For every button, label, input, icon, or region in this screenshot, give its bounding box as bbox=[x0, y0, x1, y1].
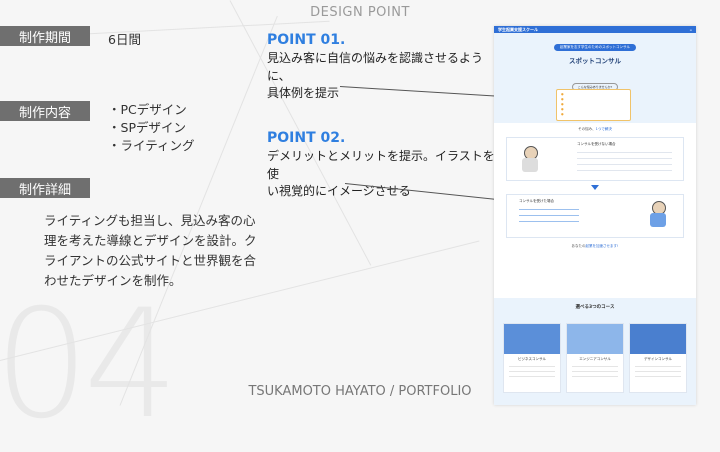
card-title: コンサルを受けた場合 bbox=[519, 199, 554, 203]
details-text: ライティングも担当し、見込み客の心 理を考えた導線とデザインを設計。ク ライアン… bbox=[44, 211, 260, 291]
course-cards: ビジネスコンサル エンジニアコンサル デザインコンサル bbox=[494, 323, 696, 393]
course-image bbox=[567, 324, 623, 354]
website-mockup: 学生起業支援スクール ≡ 起業家を志す学生のためのスポットコンサル スポットコン… bbox=[494, 26, 696, 405]
list-item: ライティング bbox=[108, 137, 195, 155]
course-card: エンジニアコンサル bbox=[566, 323, 624, 393]
card-line bbox=[519, 221, 579, 222]
site-lead: その悩み、1つで解決 bbox=[494, 127, 696, 132]
course-image bbox=[504, 324, 560, 354]
site-hero: 起業家を志す学生のためのスポットコンサル スポットコンサル こんな悩みありません… bbox=[494, 33, 696, 123]
course-name: デザインコンサル bbox=[644, 357, 672, 361]
demerit-card: コンサルを受けない場合 bbox=[506, 137, 684, 181]
footer-title: TSUKAMOTO HAYATO / PORTFOLIO bbox=[248, 384, 472, 399]
arrow-down-icon bbox=[591, 185, 599, 190]
point-line: い視覚的にイメージさせる bbox=[267, 184, 411, 198]
mascot-illustration bbox=[519, 146, 541, 176]
card-line bbox=[577, 170, 672, 171]
mascot-illustration bbox=[647, 201, 669, 231]
lead-em: 1つで解決 bbox=[595, 127, 612, 131]
course-section: 選べる3つのコース ビジネスコンサル エンジニアコンサル デザインコンサル bbox=[494, 298, 696, 405]
site-menu: ≡ bbox=[689, 27, 692, 32]
details-line: わせたデザインを制作。 bbox=[44, 273, 182, 288]
details-line: 理を考えた導線とデザインを設計。ク bbox=[44, 233, 257, 248]
merit-card: コンサルを受けた場合 bbox=[506, 194, 684, 238]
period-value: 6日間 bbox=[108, 32, 141, 47]
card-line bbox=[519, 209, 579, 210]
footer-em: 起業を加速させます! bbox=[585, 244, 619, 248]
course-image bbox=[630, 324, 686, 354]
site-logo: 学生起業支援スクール bbox=[498, 26, 538, 32]
card-line bbox=[577, 152, 672, 153]
content-label: 制作内容 bbox=[0, 101, 90, 121]
point-line: 具体例を提示 bbox=[267, 86, 340, 100]
hero-tag: 起業家を志す学生のためのスポットコンサル bbox=[554, 44, 636, 51]
site-nav: 学生起業支援スクール ≡ bbox=[494, 26, 696, 33]
point-line: デメリットとメリットを提示。イラストを使 bbox=[267, 149, 495, 181]
point-01-text: 見込み客に自信の悩みを認識させるように、 具体例を提示 bbox=[267, 50, 497, 103]
hero-subtext bbox=[534, 69, 656, 73]
concern-checklist bbox=[556, 89, 631, 121]
site-footer-text: あなたの起業を加速させます! bbox=[494, 244, 696, 249]
list-item: SPデザイン bbox=[108, 119, 195, 137]
point-02-heading: POINT 02. bbox=[267, 130, 346, 146]
check-item bbox=[561, 112, 626, 117]
content-list: PCデザイン SPデザイン ライティング bbox=[108, 101, 195, 155]
details-label: 制作詳細 bbox=[0, 178, 90, 198]
header-title: DESIGN POINT bbox=[310, 5, 410, 20]
course-note bbox=[494, 313, 696, 317]
card-line bbox=[577, 164, 672, 165]
lead-pre: その悩み、 bbox=[578, 127, 596, 131]
footer-pre: あなたの bbox=[571, 244, 586, 248]
course-card: ビジネスコンサル bbox=[503, 323, 561, 393]
hero-title: スポットコンサル bbox=[569, 57, 621, 65]
page-number-watermark: 04 bbox=[0, 278, 179, 452]
details-line: ライアントの公式サイトと世界観を合 bbox=[44, 253, 257, 268]
course-name: エンジニアコンサル bbox=[579, 357, 611, 361]
card-title: コンサルを受けない場合 bbox=[577, 142, 616, 146]
course-title: 選べる3つのコース bbox=[575, 305, 615, 310]
course-card: デザインコンサル bbox=[629, 323, 687, 393]
card-line bbox=[577, 158, 672, 159]
course-name: ビジネスコンサル bbox=[518, 357, 546, 361]
period-label: 制作期間 bbox=[0, 26, 90, 46]
point-01-heading: POINT 01. bbox=[267, 32, 346, 48]
list-item: PCデザイン bbox=[108, 101, 195, 119]
details-line: ライティングも担当し、見込み客の心 bbox=[44, 213, 256, 228]
point-line: 見込み客に自信の悩みを認識させるように、 bbox=[267, 51, 484, 83]
card-line bbox=[519, 215, 579, 216]
point-02-text: デメリットとメリットを提示。イラストを使 い視覚的にイメージさせる bbox=[267, 148, 497, 201]
